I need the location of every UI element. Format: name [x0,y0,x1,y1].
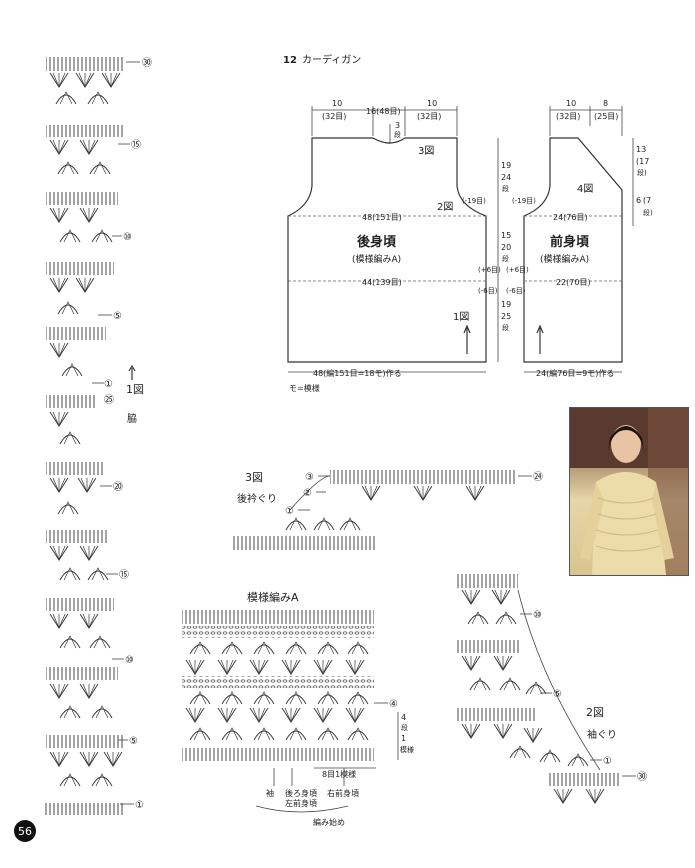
back-top-left-cm: 10 [332,99,342,108]
front-pattern-label: (模様編みA) [540,253,589,265]
fig1-chart: ㉚ ⑮ ⑩ ⑤ ① ㉕ ⑳ ⑮ ⑩ ⑤ ① 1図 脇 [44,57,152,815]
back-neck-rows: 段 [394,130,401,139]
back-width-mid: 48(151目) [362,213,402,222]
back-side-mark-4: (+6目) [506,266,529,274]
label-start: 編み始め [313,817,345,827]
back-side-mark-1: (-19目) [462,197,486,205]
back-h2-unit: 段 [502,254,509,263]
fig1-row-10a: ⑩ [123,232,132,243]
pattern-a-chart: 模様編みA ④ 4 段 1 模様 8目1模様 袖 後ろ身頃 左前身頃 右前身頃 [182,590,414,827]
back-side-mark-6: (-6目) [506,287,526,295]
front-top-right-sts: (25目) [594,112,618,121]
fig1-row-1a: ① [104,379,113,390]
pattern-title: カーディガン [302,53,361,66]
pattern-a-repeat-count: 1 [401,734,406,743]
up-arrow-icon-front [536,324,544,334]
back-fig2-ref: 2図 [437,201,453,213]
fig2-row-10: ⑩ [533,610,542,621]
back-h3-unit: 段 [502,323,509,332]
fig3-row-1: ① [285,506,294,517]
back-h1-cm: 19 [501,161,511,170]
back-h2-cm: 15 [501,231,511,240]
fig2-row-1: ① [603,756,612,767]
front-fig4-ref: 4図 [577,183,593,195]
back-top-left-sts: (32目) [322,112,346,121]
back-bottom-dim: 48(編151目=18モ)作る [313,368,402,378]
fig2-label: 袖ぐり [587,728,617,741]
fig3-label: 後衿ぐり [237,492,277,505]
fig1-row-25: ㉕ [104,394,114,406]
front-width-low: 22(70目) [556,278,591,287]
front-h2-cm: 6 [636,196,641,205]
front-top-left-sts: (32目) [556,112,580,121]
model-photo [569,407,689,576]
back-neck-depth: 3 [395,121,400,130]
fig1-row-30: ㉚ [142,57,152,69]
front-h2-unit: 段) [643,208,653,217]
pattern-a-repeat-unit: 段 [401,723,408,732]
front-top-right-cm: 8 [603,99,608,108]
front-h1-cm: 13 [636,145,646,154]
back-width-low: 44(139目) [362,278,402,287]
label-back-body: 後ろ身頃 [285,788,317,798]
back-top-right-sts: (32目) [417,112,441,121]
front-piece-name: 前身頃 [550,234,590,250]
back-piece-schematic: 10 (32目) 16(48目) 10 (32目) 3 段 3図 2図 48(1… [287,99,536,393]
back-pattern-label: (模様編みA) [352,253,401,265]
label-left-front: 左前身頃 [285,798,317,808]
back-fig3-ref: 3図 [418,145,434,157]
front-bottom-dim: 24(編76目=9モ)作る [536,368,614,378]
fig1-row-5a: ⑤ [113,311,122,322]
label-right-front: 右前身頃 [327,788,359,798]
back-piece-name: 後身頃 [357,234,397,250]
label-sleeve: 袖 [266,788,274,798]
back-side-mark-5: (-6目) [478,287,498,295]
page-number-badge: 56 [14,820,36,842]
front-h1-unit: 段) [637,168,647,177]
fig1-row-1b: ① [135,800,144,811]
back-top-neck: 16(48目) [366,107,401,116]
back-h2-rows: 20 [501,243,511,252]
fig1-row-15b: ⑮ [119,569,129,581]
back-h3-rows: 25 [501,312,511,321]
back-fig1-ref: 1図 [453,311,469,323]
front-h2-rows: (7 [643,196,651,205]
stitch-legend: モ=模様 [289,383,320,393]
back-h3-cm: 19 [501,300,511,309]
fig3-row-24: ㉔ [533,471,543,483]
back-h1-rows: 24 [501,173,511,182]
back-top-right-cm: 10 [427,99,437,108]
fig1-row-5b: ⑤ [129,736,138,747]
pattern-number: 12 [283,55,297,66]
fig3-row-2: ② [303,488,312,499]
pattern-a-repeat-rows: 4 [401,713,406,722]
front-width-mid: 24(76目) [553,213,588,222]
pattern-a-title: 模様編みA [247,590,299,604]
front-top-left-cm: 10 [566,99,576,108]
fig2-row-5: ⑤ [553,689,562,700]
front-piece-schematic: 10 (32目) 8 (25目) 13 (17 段) 6 (7 段) 4図 24… [523,99,653,378]
pattern-a-stitch-repeat: 8目1模様 [322,769,356,779]
fig3-chart: 3図 後衿ぐり ③ ② ① ㉔ [232,470,543,550]
front-h1-rows: (17 [636,157,649,166]
fig1-row-20: ⑳ [113,481,123,493]
back-h1-unit: 段 [502,184,509,193]
fig3-row-3: ③ [305,472,314,483]
back-side-mark-3: (+6目) [478,266,501,274]
fig2-title: 2図 [586,706,604,719]
pattern-a-row-4: ④ [389,699,398,710]
fig1-row-10b: ⑩ [125,655,134,666]
fig2-row-30: ㉚ [637,771,647,783]
pattern-a-repeat-label: 模様 [400,745,414,754]
fig1-side-label: 脇 [127,413,137,425]
fig3-title: 3図 [245,471,263,484]
fig1-row-15a: ⑮ [131,139,141,151]
back-side-mark-2: (-19目) [512,197,536,205]
fig1-title: 1図 [126,383,144,396]
up-arrow-icon [463,324,471,334]
fig2-chart: ⑩ ⑤ ① ㉚ 2図 袖ぐり [456,574,647,804]
